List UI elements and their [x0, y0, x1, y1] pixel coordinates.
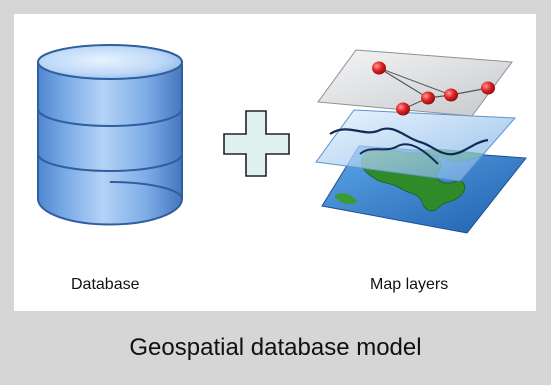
database-icon [37, 44, 183, 226]
diagram-artwork [37, 44, 527, 234]
database-label: Database [71, 276, 140, 293]
plus-icon [223, 110, 290, 177]
map-layers-label: Map layers [370, 276, 449, 293]
map-layers-icon [315, 49, 527, 234]
figure-panel: Database Map layers [14, 14, 536, 311]
figure-caption: Geospatial database model [129, 334, 422, 361]
